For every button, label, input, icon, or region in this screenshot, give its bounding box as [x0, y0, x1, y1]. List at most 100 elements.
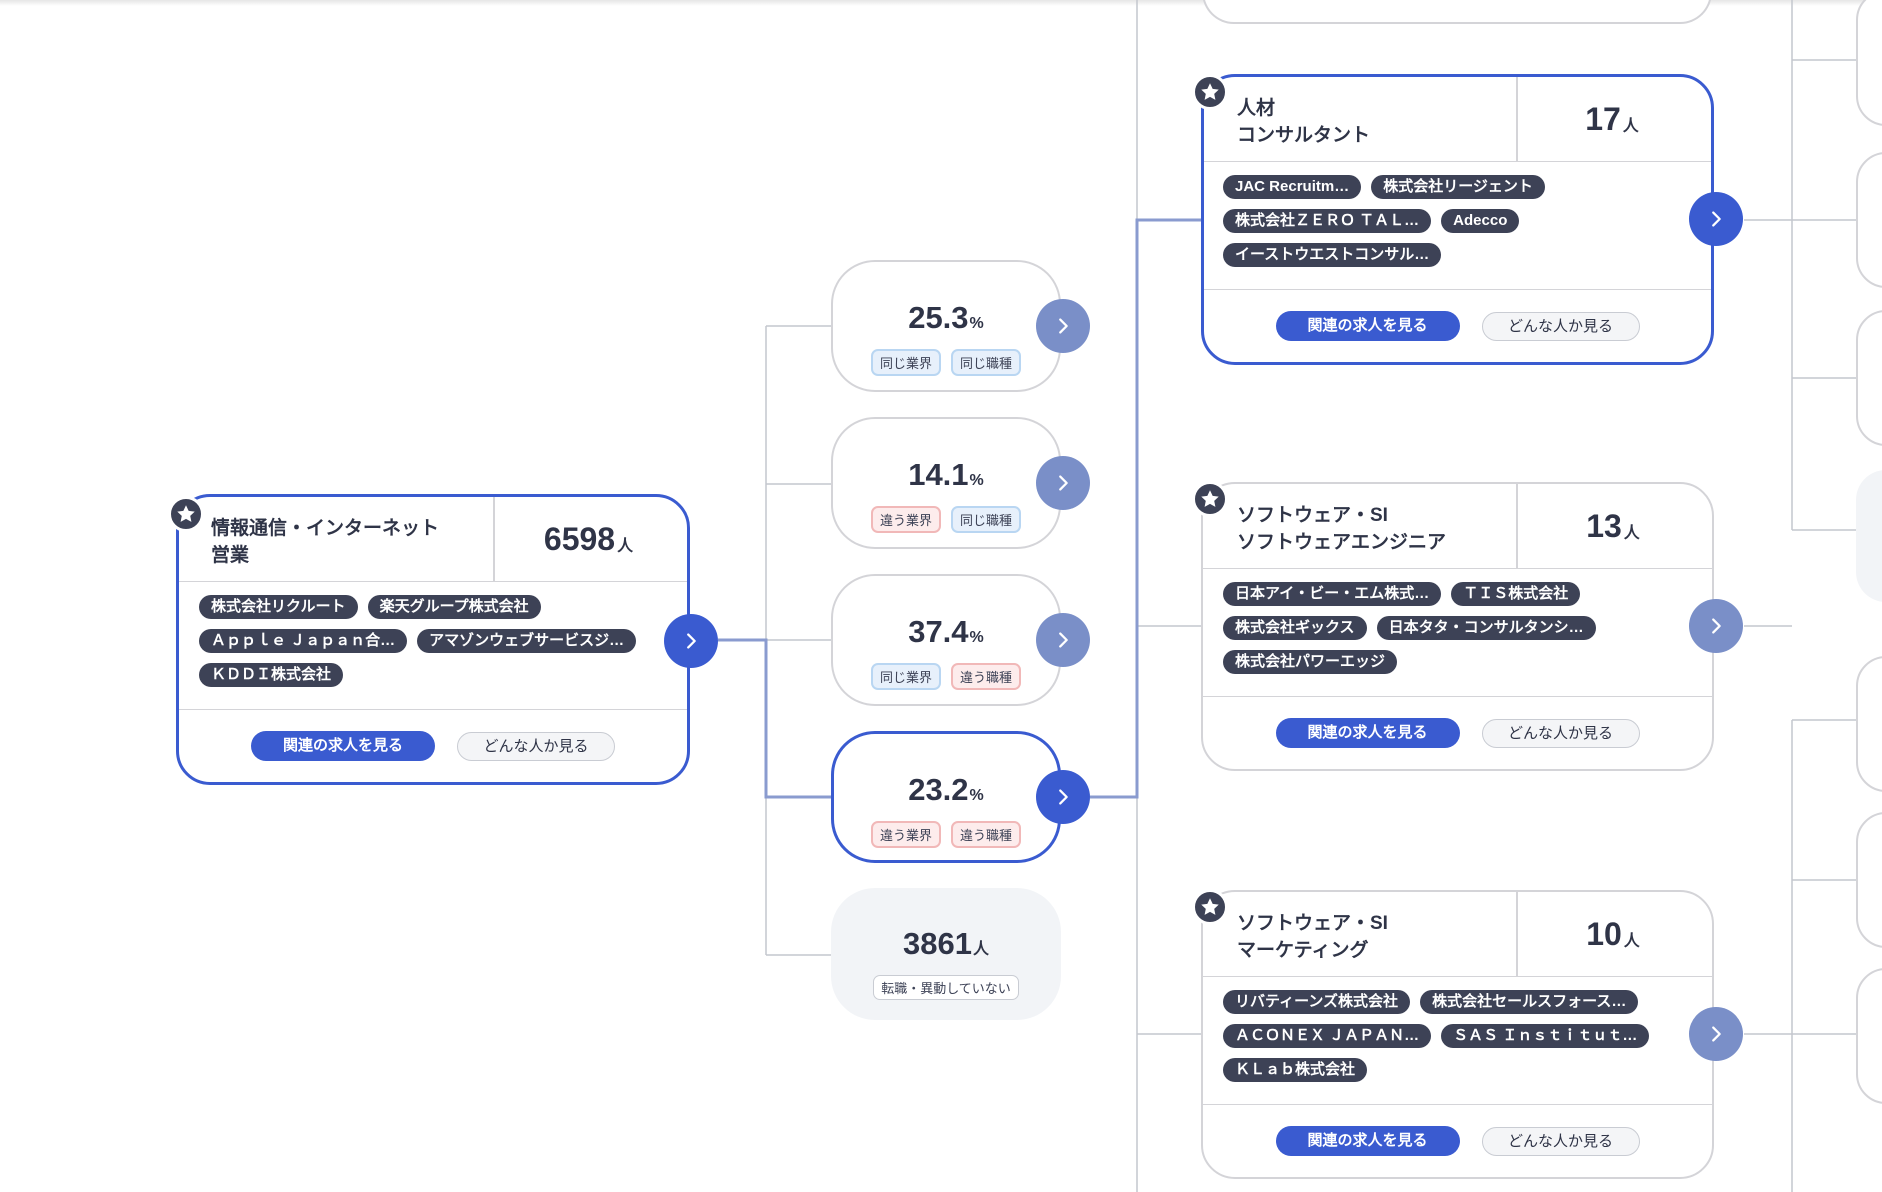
percent-unit: % [969, 629, 984, 646]
partial-card-right-5 [1856, 656, 1882, 792]
job-chip: 違う職種 [951, 821, 1022, 848]
related-jobs-button[interactable]: 関連の求人を見る [1275, 718, 1460, 748]
star-icon[interactable] [1192, 481, 1228, 517]
company-tag[interactable]: アマゾンウェブサービスジ… [417, 629, 637, 653]
related-jobs-button[interactable]: 関連の求人を見る [1275, 311, 1460, 341]
role-job: マーケティング [1237, 940, 1369, 961]
industry-chip: 同じ業界 [870, 663, 941, 690]
company-tag[interactable]: Ａｐｐｌｅ Ｊａｐａｎ合… [199, 629, 408, 653]
partial-card-right-3 [1856, 310, 1882, 446]
company-tag[interactable]: Adecco [1441, 209, 1520, 233]
company-tag[interactable]: リバティーンズ株式会社 [1223, 990, 1411, 1014]
star-icon[interactable] [1192, 889, 1228, 925]
count-unit: 人 [617, 538, 634, 555]
no-change-bubble: 3861人 転職・異動していない [831, 888, 1061, 1020]
chevron-right-icon[interactable] [1036, 770, 1090, 824]
chevron-right-icon[interactable] [1036, 613, 1090, 667]
company-tag[interactable]: イーストウエストコンサル… [1223, 243, 1442, 267]
industry-chip: 違う業界 [870, 821, 941, 848]
percent-value: 14.1 [908, 457, 969, 492]
percent-value: 23.2 [908, 772, 969, 807]
transition-bubble-same-diff[interactable]: 37.4% 同じ業界 違う職種 [831, 574, 1061, 706]
company-tag[interactable]: JAC Recruitm… [1223, 175, 1362, 199]
transition-percent: 14.1% [833, 457, 1059, 493]
transition-chips: 違う業界 違う職種 [834, 821, 1058, 848]
company-tag[interactable]: 楽天グループ株式会社 [367, 595, 541, 619]
company-tag[interactable]: 株式会社ＺＥＲＯ ＴＡＬ… [1223, 209, 1432, 233]
transition-bubble-diff-diff[interactable]: 23.2% 違う業界 違う職種 [831, 731, 1061, 863]
see-people-button[interactable]: どんな人か見る [1481, 718, 1640, 748]
card-header: ソフトウェア・SI ソフトウェアエンジニア 13 人 [1203, 484, 1712, 569]
card-header: 情報通信・インターネット 営業 6598 人 [179, 497, 687, 582]
people-count: 17 人 [1513, 77, 1711, 161]
role-title: ソフトウェア・SI マーケティング [1237, 910, 1507, 964]
chevron-right-icon[interactable] [1689, 599, 1743, 653]
count-number: 17 [1585, 100, 1621, 137]
origin-role-card[interactable]: 情報通信・インターネット 営業 6598 人 株式会社リクルート 楽天グループ株… [176, 494, 690, 785]
company-tags: JAC Recruitm… 株式会社リージェント 株式会社ＺＥＲＯ ＴＡＬ… A… [1223, 175, 1691, 267]
partial-card-right-2 [1856, 152, 1882, 288]
people-count: 10 人 [1514, 892, 1712, 976]
chevron-right-icon[interactable] [1689, 192, 1743, 246]
destination-role-card[interactable]: ソフトウェア・SI ソフトウェアエンジニア 13 人 日本アイ・ビー・エム株式…… [1201, 482, 1714, 771]
company-tag[interactable]: 日本タタ・コンサルタンシ… [1376, 616, 1596, 640]
chevron-right-icon[interactable] [1689, 1007, 1743, 1061]
header-divider [1516, 484, 1518, 568]
percent-value: 37.4 [908, 614, 969, 649]
company-tag[interactable]: ＡＣＯＮＥＸ ＪＡＰＡＮ… [1223, 1024, 1432, 1048]
role-job: ソフトウェアエンジニア [1237, 532, 1447, 553]
company-tags: リバティーンズ株式会社 株式会社セールスフォース… ＡＣＯＮＥＸ ＪＡＰＡＮ… … [1223, 990, 1692, 1082]
company-tag[interactable]: 株式会社パワーエッジ [1223, 650, 1398, 674]
company-tag[interactable]: ＴＩＳ株式会社 [1451, 582, 1581, 606]
company-tag[interactable]: 株式会社ギックス [1223, 616, 1367, 640]
no-change-count: 3861人 [831, 926, 1061, 962]
chevron-right-icon[interactable] [1036, 299, 1090, 353]
people-count: 6598 人 [490, 497, 687, 581]
role-industry: 情報通信・インターネット [211, 518, 440, 539]
chevron-right-icon[interactable] [1036, 456, 1090, 510]
card-footer: 関連の求人を見る どんな人か見る [1203, 1104, 1712, 1177]
count-number: 13 [1586, 507, 1622, 544]
company-tag[interactable]: ＫＤＤＩ株式会社 [199, 663, 344, 687]
company-tag[interactable]: 株式会社セールスフォース… [1420, 990, 1639, 1014]
see-people-button[interactable]: どんな人か見る [1481, 1126, 1640, 1156]
count-unit: 人 [1623, 933, 1640, 950]
role-title: 人材 コンサルタント [1237, 95, 1507, 149]
company-tag[interactable]: 株式会社リクルート [199, 595, 358, 619]
star-icon[interactable] [1192, 74, 1228, 110]
related-jobs-button[interactable]: 関連の求人を見る [251, 731, 435, 761]
no-change-chips: 転職・異動していない [831, 975, 1061, 1000]
percent-value: 25.3 [908, 300, 969, 335]
company-tag[interactable]: 株式会社リージェント [1371, 175, 1545, 199]
transition-bubble-diff-same[interactable]: 14.1% 違う業界 同じ職種 [831, 417, 1061, 549]
related-jobs-button[interactable]: 関連の求人を見る [1275, 1126, 1460, 1156]
card-footer: 関連の求人を見る どんな人か見る [1203, 696, 1712, 769]
transition-chips: 同じ業界 違う職種 [833, 663, 1059, 690]
transition-percent: 23.2% [834, 772, 1058, 808]
company-tag[interactable]: ＫＬａｂ株式会社 [1223, 1058, 1368, 1082]
partial-card-right-1 [1856, 0, 1882, 126]
company-tag[interactable]: ＳＡＳ Ｉｎｓｔｉｔｕｔ… [1441, 1024, 1650, 1048]
industry-chip: 違う業界 [870, 506, 941, 533]
transition-percent: 25.3% [833, 300, 1059, 336]
chevron-right-icon[interactable] [664, 614, 718, 668]
percent-unit: % [969, 472, 984, 489]
job-chip: 同じ職種 [951, 349, 1022, 376]
partial-card-right-6 [1856, 812, 1882, 948]
see-people-button[interactable]: どんな人か見る [1481, 311, 1640, 341]
see-people-button[interactable]: どんな人か見る [457, 731, 615, 761]
job-chip: 同じ職種 [951, 506, 1022, 533]
star-icon[interactable] [168, 496, 204, 532]
company-tag[interactable]: 日本アイ・ビー・エム株式… [1223, 582, 1442, 606]
industry-chip: 同じ業界 [870, 349, 941, 376]
destination-role-card[interactable]: ソフトウェア・SI マーケティング 10 人 リバティーンズ株式会社 株式会社セ… [1201, 890, 1714, 1179]
destination-role-card[interactable]: 人材 コンサルタント 17 人 JAC Recruitm… 株式会社リージェント… [1201, 74, 1714, 365]
role-industry: 人材 [1237, 98, 1276, 119]
count-number: 10 [1586, 915, 1622, 952]
company-tags: 株式会社リクルート 楽天グループ株式会社 Ａｐｐｌｅ Ｊａｐａｎ合… アマゾンウ… [199, 595, 667, 687]
count-unit: 人 [1622, 118, 1639, 135]
people-count: 13 人 [1514, 484, 1712, 568]
transition-bubble-same-same[interactable]: 25.3% 同じ業界 同じ職種 [831, 260, 1061, 392]
card-footer: 関連の求人を見る どんな人か見る [179, 709, 687, 782]
